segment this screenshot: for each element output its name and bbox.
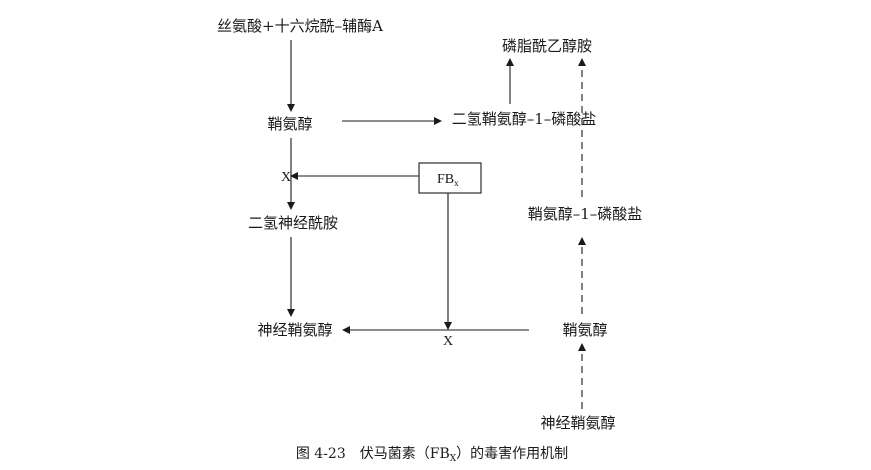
fumonisin-box-sub: x (454, 178, 459, 188)
node-dihydrosphingosine-1-phosphate: 二氢鞘氨醇–1–磷酸盐 (452, 110, 597, 128)
node-sphingosine-1-phosphate: 鞘氨醇–1–磷酸盐 (528, 205, 643, 223)
node-phosphatidylethanolamine: 磷脂酰乙醇胺 (502, 37, 592, 55)
fumonisin-box-label: FBx (437, 172, 459, 188)
fumonisin-box (418, 162, 482, 194)
node-dihydroceramide: 二氢神经酰胺 (248, 214, 338, 232)
inhibition-mark-lower: X (443, 334, 453, 349)
node-serine-palmitoyl-coa: 丝氨酸+十六烷酰–辅酶A (217, 17, 383, 35)
node-sphingosine: 鞘氨醇 (562, 321, 607, 339)
inhibition-mark-upper: X (281, 170, 291, 185)
node-sphinganine: 鞘氨醇 (267, 115, 312, 133)
caption-prefix: 图 4-23 伏马菌素（FB (296, 446, 450, 462)
caption-sub: X (450, 454, 457, 464)
caption-suffix: ）的毒害作用机制 (456, 446, 568, 462)
figure-caption: 图 4-23 伏马菌素（FBX）的毒害作用机制 (296, 446, 568, 464)
node-ceramide-bottom: 神经鞘氨醇 (540, 414, 615, 432)
fumonisin-box-main: FB (437, 172, 454, 187)
node-ceramide: 神经鞘氨醇 (257, 321, 332, 339)
